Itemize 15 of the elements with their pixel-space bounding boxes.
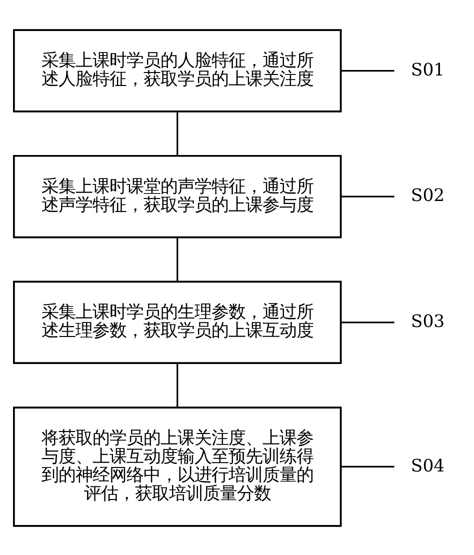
node-box: 采集上课时学员的人脸特征，通过所述人脸特征，获取学员的上课关注度	[12, 28, 342, 112]
connector	[176, 362, 178, 407]
connector	[340, 465, 394, 468]
node-text: S04	[410, 456, 444, 476]
node-text: S02	[410, 186, 444, 206]
connector	[176, 111, 178, 156]
node-box: 将获取的学员的上课关注度、上课参与度、上课互动度输入至预先训练得到的神经网络中，以进行培训质量的评估，获取培训质量分数	[12, 406, 342, 526]
connector	[340, 69, 394, 72]
node-box: 采集上课时学员的生理参数，通过所述生理参数，获取学员的上课互动度	[12, 280, 342, 364]
connector	[340, 195, 394, 197]
connector	[176, 237, 178, 282]
node-text: S01	[410, 60, 444, 80]
node-box: 采集上课时课堂的声学特征，通过所述声学特征，获取学员的上课参与度	[12, 154, 342, 238]
node-text: S03	[410, 311, 444, 332]
connector	[340, 321, 394, 323]
